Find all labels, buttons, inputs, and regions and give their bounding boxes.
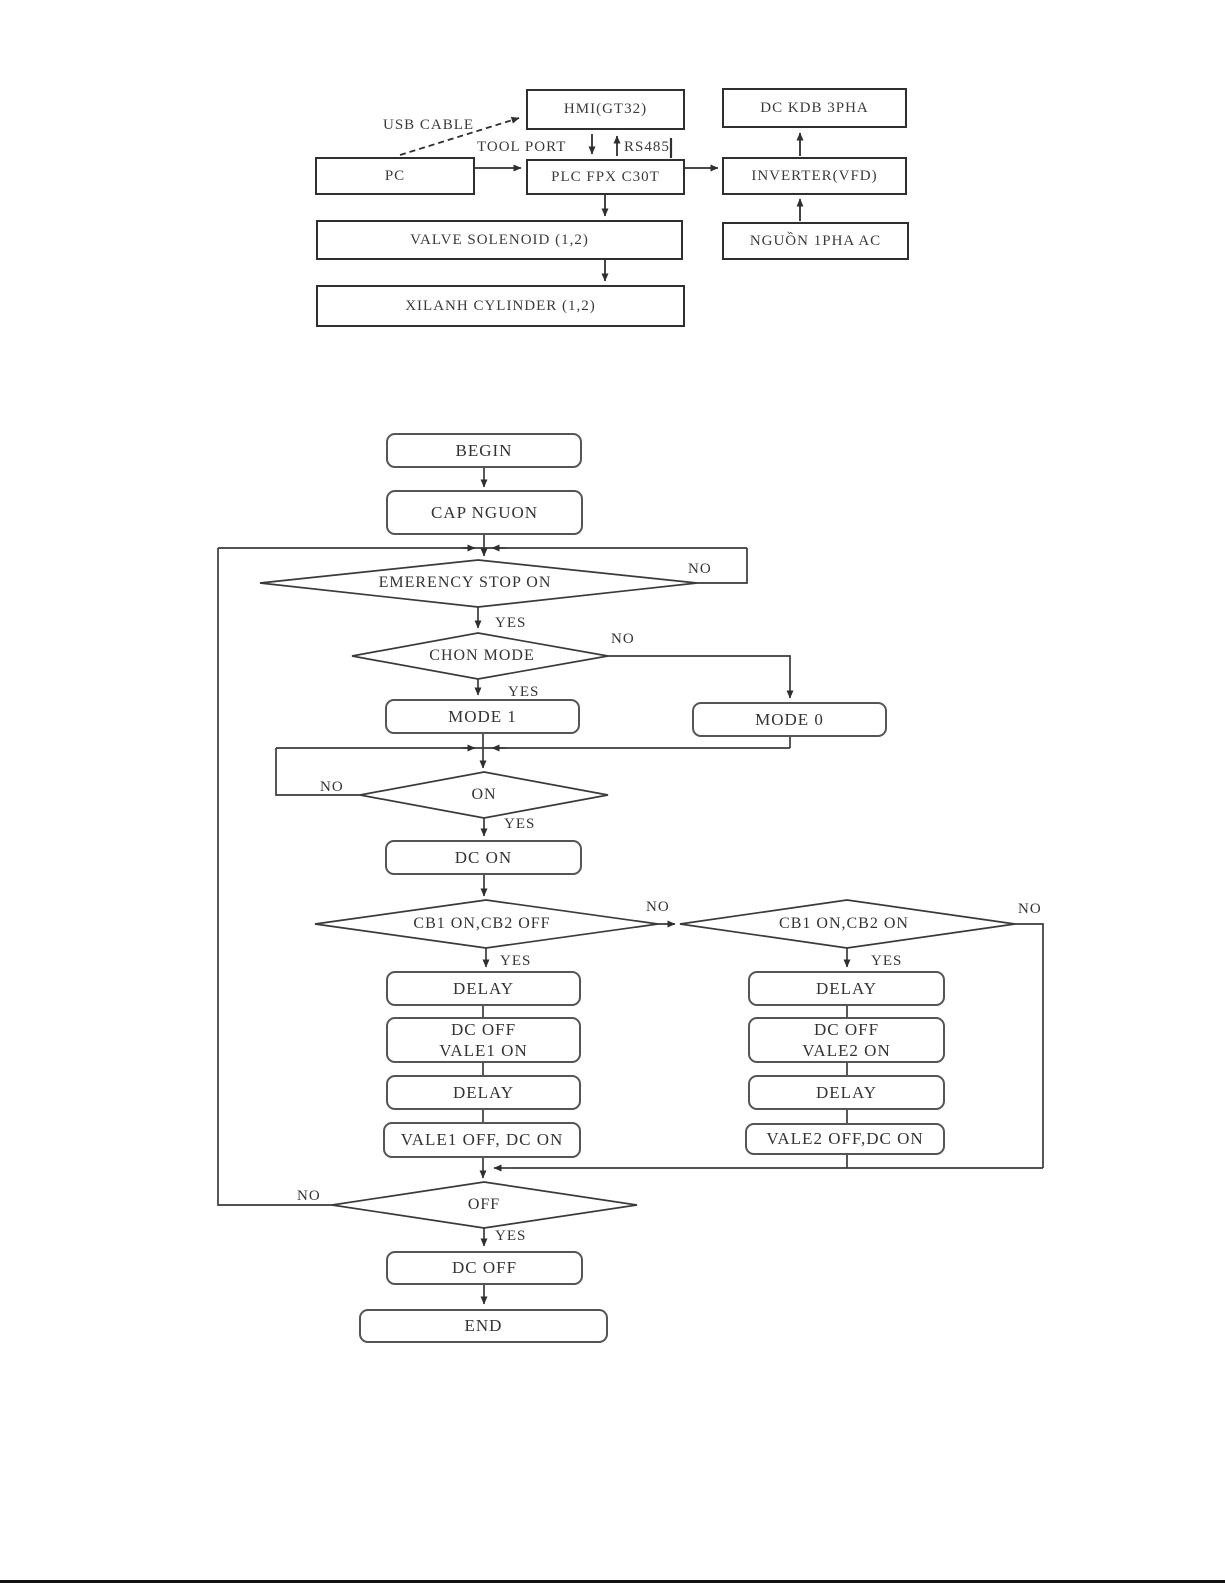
block-xilanh-cylinder: XILANH CYLINDER (1,2)	[316, 285, 685, 327]
decision-diamonds	[259, 559, 1016, 1229]
no-label-emergency: NO	[688, 561, 712, 577]
block-inverter: INVERTER(VFD)	[722, 157, 907, 195]
flow-mode0: MODE 0	[692, 702, 887, 737]
no-label-cb1-on: NO	[1018, 901, 1042, 917]
yes-label-emergency: YES	[495, 615, 527, 631]
block-pc: PC	[315, 157, 475, 195]
flow-delay-right-2: DELAY	[748, 1075, 945, 1110]
flow-mode1: MODE 1	[385, 699, 580, 734]
flow-end: END	[359, 1309, 608, 1343]
flow-begin: BEGIN	[386, 433, 582, 468]
flow-delay-left-2: DELAY	[386, 1075, 581, 1110]
flow-delay-left-1: DELAY	[386, 971, 581, 1006]
yes-label-chon-mode: YES	[508, 684, 540, 700]
no-label-on: NO	[320, 779, 344, 795]
no-label-chon-mode: NO	[611, 631, 635, 647]
flow-dc-on: DC ON	[385, 840, 582, 875]
yes-label-on: YES	[504, 816, 536, 832]
block-dc-kdb-3pha: DC KDB 3PHA	[722, 88, 907, 128]
no-label-off: NO	[297, 1188, 321, 1204]
flow-vale1-off-dc-on: VALE1 OFF, DC ON	[383, 1122, 581, 1158]
block-plc: PLC FPX C30T	[526, 159, 685, 195]
off-diamond	[331, 1181, 638, 1229]
flow-cap-nguon: CAP NGUON	[386, 490, 583, 535]
flow-vale2-off-dc-on: VALE2 OFF,DC ON	[745, 1123, 945, 1155]
block-valve-solenoid: VALVE SOLENOID (1,2)	[316, 220, 683, 260]
flow-delay-right-1: DELAY	[748, 971, 945, 1006]
on-diamond	[359, 771, 609, 819]
no-label-cb1-off: NO	[646, 899, 670, 915]
cb1-on-cb2-off-label: CB1 ON,CB2 OFF	[413, 915, 551, 932]
flow-dc-off-vale2-on: DC OFF VALE2 ON	[748, 1017, 945, 1063]
tool-port-label: TOOL PORT	[477, 139, 567, 155]
flow-dc-off-vale1-on: DC OFF VALE1 ON	[386, 1017, 581, 1063]
block-diagram-wires	[399, 116, 804, 282]
flowchart-edges	[217, 468, 1044, 1305]
block-nguon-1pha-ac: NGUỒN 1PHA AC	[722, 222, 909, 260]
yes-label-off: YES	[495, 1228, 527, 1244]
yes-label-right-branch: YES	[871, 953, 903, 969]
cb1-on-cb2-off-diamond	[314, 899, 659, 949]
emergency-stop-diamond	[259, 559, 698, 608]
on-label: ON	[471, 786, 497, 803]
usb-cable-arrow	[399, 116, 520, 156]
cb1-on-cb2-on-label: CB1 ON,CB2 ON	[779, 915, 909, 932]
cb1-on-cb2-on-diamond	[679, 899, 1016, 949]
bottom-page-rule	[0, 1580, 1225, 1583]
flow-dc-off: DC OFF	[386, 1251, 583, 1285]
emergency-stop-label: EMERENCY STOP ON	[378, 574, 552, 591]
yes-label-left-branch: YES	[500, 953, 532, 969]
chon-mode-label: CHON MODE	[429, 647, 535, 664]
chon-mode-diamond	[351, 632, 609, 680]
block-hmi: HMI(GT32)	[526, 89, 685, 130]
off-label: OFF	[467, 1196, 501, 1213]
usb-cable-label: USB CABLE	[383, 117, 475, 133]
rs485-label: RS485	[624, 139, 670, 155]
